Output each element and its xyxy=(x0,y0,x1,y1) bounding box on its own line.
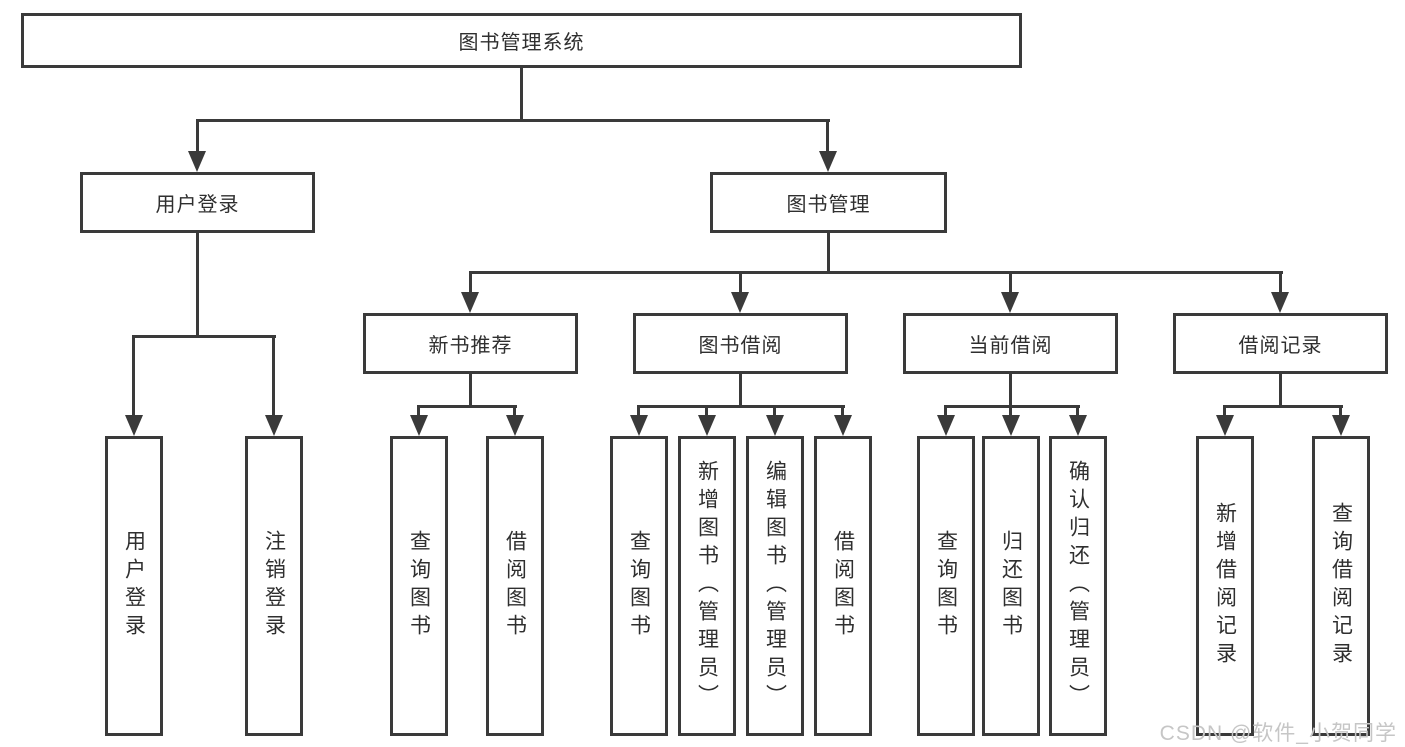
connector-line xyxy=(739,373,742,405)
connector-line xyxy=(637,405,640,417)
leaf-confirm-return-admin: 确认归还（管理员） xyxy=(1049,436,1107,736)
arrowhead-down-icon xyxy=(630,415,648,436)
connector-line xyxy=(196,233,199,335)
connector-line xyxy=(773,405,776,417)
node-book-borrowing: 图书借阅 xyxy=(633,313,848,374)
connector-line xyxy=(469,271,472,294)
arrowhead-down-icon xyxy=(461,292,479,313)
connector-line xyxy=(272,335,275,417)
arrowhead-down-icon xyxy=(937,415,955,436)
connector-line xyxy=(705,405,708,417)
connector-line xyxy=(739,271,742,294)
arrowhead-down-icon xyxy=(1002,415,1020,436)
arrowhead-down-icon xyxy=(819,151,837,172)
csdn-watermark: CSDN @软件_小贺同学 xyxy=(1159,722,1397,745)
node-current-borrowing: 当前借阅 xyxy=(903,313,1118,374)
arrowhead-down-icon xyxy=(188,151,206,172)
leaf-label: 确认归还（管理员） xyxy=(1066,460,1090,712)
connector-line xyxy=(637,405,845,408)
connector-line xyxy=(827,233,830,271)
connector-line xyxy=(196,119,199,154)
connector-line xyxy=(944,405,1080,408)
connector-line xyxy=(417,405,517,408)
connector-line xyxy=(1223,405,1226,417)
connector-line xyxy=(1009,405,1012,417)
connector-line xyxy=(132,335,135,417)
node-library-management-system: 图书管理系统 xyxy=(21,13,1022,68)
connector-line xyxy=(826,119,829,154)
connector-line xyxy=(469,373,472,405)
connector-line xyxy=(520,68,523,119)
leaf-add-borrow-record: 新增借阅记录 xyxy=(1196,436,1254,736)
leaf-logout: 注销登录 xyxy=(245,436,303,736)
arrowhead-down-icon xyxy=(265,415,283,436)
leaf-borrow-books: 借阅图书 xyxy=(814,436,872,736)
leaf-label: 新增借阅记录 xyxy=(1213,502,1237,670)
arrowhead-down-icon xyxy=(1271,292,1289,313)
connector-line xyxy=(1009,373,1012,405)
connector-line xyxy=(1223,405,1343,408)
leaf-query-books-borrow: 查询图书 xyxy=(610,436,668,736)
arrowhead-down-icon xyxy=(125,415,143,436)
connector-line xyxy=(469,271,1283,274)
leaf-add-books-admin: 新增图书（管理员） xyxy=(678,436,736,736)
leaf-label: 编辑图书（管理员） xyxy=(763,460,787,712)
leaf-label: 用户登录 xyxy=(122,530,146,642)
connector-line xyxy=(1279,271,1282,294)
connector-line xyxy=(132,335,276,338)
leaf-label: 归还图书 xyxy=(999,530,1023,642)
leaf-edit-books-admin: 编辑图书（管理员） xyxy=(746,436,804,736)
leaf-label: 查询图书 xyxy=(934,530,958,642)
connector-line xyxy=(1279,373,1282,405)
connector-line xyxy=(513,405,516,417)
arrowhead-down-icon xyxy=(1332,415,1350,436)
connector-line xyxy=(841,405,844,417)
arrowhead-down-icon xyxy=(766,415,784,436)
node-book-management: 图书管理 xyxy=(710,172,947,233)
arrowhead-down-icon xyxy=(834,415,852,436)
connector-line xyxy=(417,405,420,417)
arrowhead-down-icon xyxy=(1069,415,1087,436)
connector-line xyxy=(1339,405,1342,417)
leaf-query-books-recommend: 查询图书 xyxy=(390,436,448,736)
leaf-query-books-current: 查询图书 xyxy=(917,436,975,736)
leaf-return-books: 归还图书 xyxy=(982,436,1040,736)
connector-line xyxy=(196,119,830,122)
arrowhead-down-icon xyxy=(410,415,428,436)
leaf-user-login: 用户登录 xyxy=(105,436,163,736)
leaf-label: 查询借阅记录 xyxy=(1329,502,1353,670)
arrowhead-down-icon xyxy=(1216,415,1234,436)
arrowhead-down-icon xyxy=(1001,292,1019,313)
leaf-label: 借阅图书 xyxy=(831,530,855,642)
leaf-borrow-books-recommend: 借阅图书 xyxy=(486,436,544,736)
leaf-query-borrow-record: 查询借阅记录 xyxy=(1312,436,1370,736)
node-new-book-recommendation: 新书推荐 xyxy=(363,313,578,374)
node-borrowing-records: 借阅记录 xyxy=(1173,313,1388,374)
arrowhead-down-icon xyxy=(731,292,749,313)
node-user-login: 用户登录 xyxy=(80,172,315,233)
leaf-label: 查询图书 xyxy=(407,530,431,642)
leaf-label: 注销登录 xyxy=(262,530,286,642)
leaf-label: 借阅图书 xyxy=(503,530,527,642)
leaf-label: 新增图书（管理员） xyxy=(695,460,719,712)
arrowhead-down-icon xyxy=(506,415,524,436)
leaf-label: 查询图书 xyxy=(627,530,651,642)
connector-line xyxy=(944,405,947,417)
connector-line xyxy=(1009,271,1012,294)
arrowhead-down-icon xyxy=(698,415,716,436)
connector-line xyxy=(1076,405,1079,417)
